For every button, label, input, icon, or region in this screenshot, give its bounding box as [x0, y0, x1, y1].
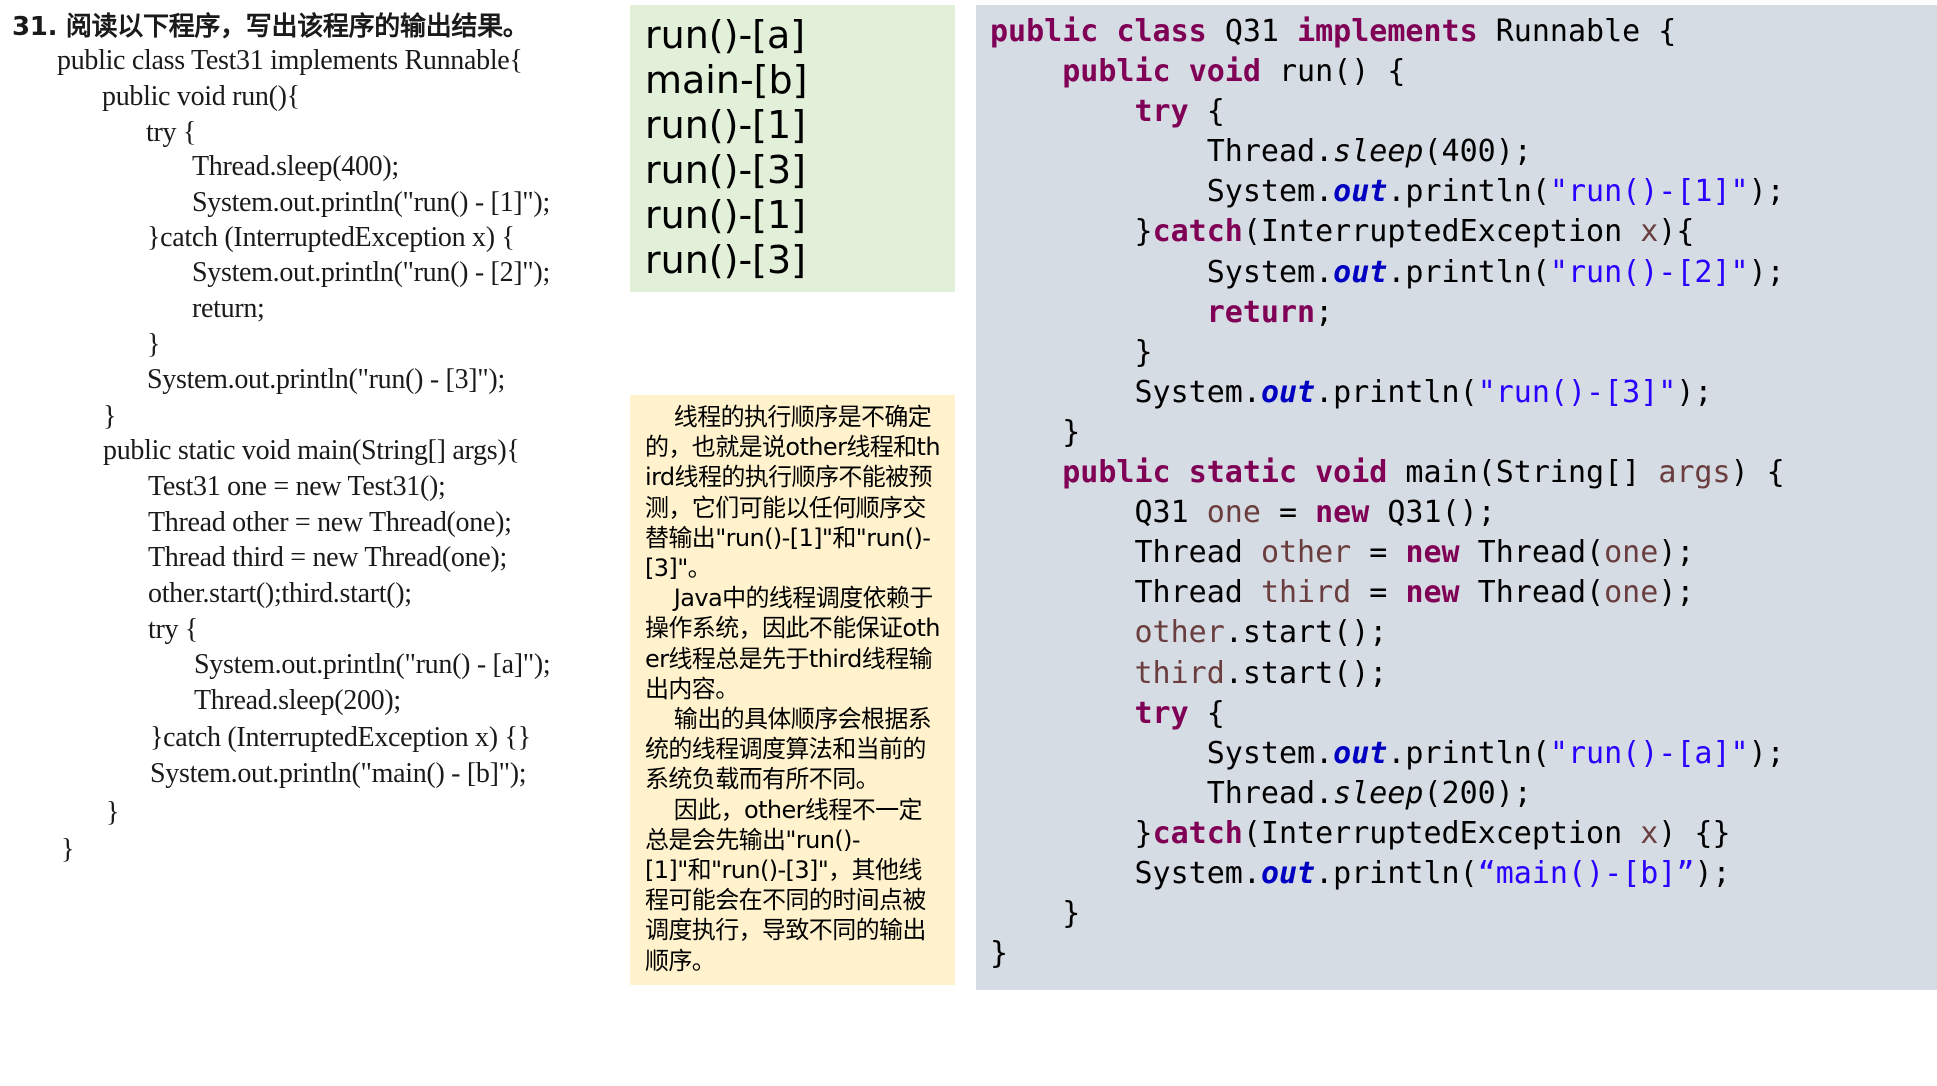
explanation-paragraph: 线程的执行顺序是不确定的，也就是说other线程和third线程的执行顺序不能被…	[645, 403, 941, 583]
code-line: Thread.sleep(200);	[990, 775, 1532, 811]
question-scan: 31. 阅读以下程序，写出该程序的输出结果。 public class Test…	[0, 0, 625, 1086]
sleep-value: 400	[1441, 134, 1496, 170]
question-code-line: }	[61, 834, 75, 865]
code-line: return;	[1206, 294, 1334, 330]
explanation-paragraph: 输出的具体顺序会根据系统的线程调度算法和当前的系统负载而有所不同。	[645, 705, 932, 794]
question-code-line: }catch (InterruptedException x) {	[147, 222, 515, 253]
code-line: Thread third = new Thread(one);	[990, 575, 1695, 611]
output-line: run()-[1]	[645, 103, 806, 147]
question-code-line: }	[147, 329, 161, 360]
question-code-line: System.out.println("run() - [1]");	[192, 187, 550, 218]
question-code-line: public class Test31 implements Runnable{	[57, 45, 523, 76]
code-line: }	[990, 936, 1009, 972]
string-literal: “main()-[b]”	[1477, 855, 1695, 891]
explanation-paragraph: 因此，other线程不一定总是会先输出"run()-[1]"和"run()-[3…	[645, 795, 926, 975]
question-code-line: Thread other = new Thread(one);	[148, 507, 512, 538]
code-line: }	[990, 334, 1153, 370]
code-line: Thread other = new Thread(one);	[990, 535, 1695, 571]
question-code-line: System.out.println("run() - [a]");	[194, 649, 551, 680]
output-line: run()-[a]	[645, 13, 806, 57]
code-line: public void run() {	[1062, 54, 1406, 90]
question-title: 31. 阅读以下程序，写出该程序的输出结果。	[12, 12, 529, 42]
code-line: try {	[1134, 695, 1225, 731]
question-code-line: Thread third = new Thread(one);	[148, 542, 507, 573]
class-name: Q31	[1134, 495, 1189, 531]
code-line: System.out.println("run()-[a]");	[990, 735, 1785, 771]
code-line: }catch(InterruptedException x){	[990, 214, 1695, 250]
code-line: System.out.println("run()-[3]");	[990, 374, 1713, 410]
question-code-line: System.out.println("run() - [3]");	[147, 364, 505, 395]
code-line: Q31 one = new Q31();	[1134, 495, 1496, 531]
code-line: System.out.println("run()-[2]");	[990, 254, 1785, 290]
sleep-value: 200	[1441, 775, 1496, 811]
code-line: public static void main(String[] args) {	[1062, 455, 1785, 491]
code-line: }	[990, 896, 1081, 932]
output-line: main-[b]	[645, 58, 808, 102]
string-literal: "run()-[a]"	[1549, 735, 1749, 771]
output-box: run()-[a] main-[b] run()-[1] run()-[3] r…	[630, 5, 955, 292]
class-name: Q31	[1224, 14, 1279, 49]
question-code-line: }	[103, 401, 117, 432]
code-line: System.out.println(“main()-[b]”);	[990, 855, 1731, 891]
question-code-line: System.out.println("main() - [b]");	[150, 758, 527, 789]
output-line: run()-[3]	[645, 148, 806, 192]
code-line: try {	[1134, 94, 1225, 130]
question-code-line: }catch (InterruptedException x) {}	[150, 722, 531, 753]
explanation-paragraph: Java中的线程调度依赖于操作系统，因此不能保证other线程总是先于third…	[645, 584, 941, 703]
question-code-line: }	[106, 797, 120, 828]
question-code-line: try {	[146, 117, 197, 148]
question-code-line: Thread.sleep(400);	[192, 151, 399, 182]
code-line: Thread.sleep(400);	[990, 134, 1532, 170]
explanation-box: 线程的执行顺序是不确定的，也就是说other线程和third线程的执行顺序不能被…	[630, 395, 955, 985]
code-line: other.start();	[1134, 615, 1388, 651]
code-panel: public class Q31 implements Runnable { p…	[976, 5, 1937, 990]
code-line: third.start();	[1134, 655, 1388, 691]
question-code-line: public void run(){	[102, 81, 300, 112]
question-code-line: System.out.println("run() - [2]");	[192, 257, 550, 288]
string-literal: "run()-[2]"	[1549, 254, 1749, 290]
question-code-line: public static void main(String[] args){	[103, 435, 520, 466]
code-line: }	[990, 414, 1081, 450]
code-line: System.out.println("run()-[1]");	[990, 174, 1785, 210]
code-line: }catch(InterruptedException x) {}	[990, 815, 1731, 851]
string-literal: "run()-[3]"	[1477, 374, 1677, 410]
question-code-line: other.start();third.start();	[148, 578, 412, 609]
output-line: run()-[3]	[645, 238, 806, 282]
question-code-line: return;	[192, 293, 265, 324]
question-code-line: try {	[148, 614, 199, 645]
question-code-line: Thread.sleep(200);	[194, 685, 401, 716]
class-name: Q31	[1387, 495, 1442, 531]
question-code-line: Test31 one = new Test31();	[148, 471, 446, 502]
output-line: run()-[1]	[645, 193, 806, 237]
string-literal: "run()-[1]"	[1549, 174, 1749, 210]
code-line: public class Q31 implements Runnable {	[990, 14, 1677, 49]
